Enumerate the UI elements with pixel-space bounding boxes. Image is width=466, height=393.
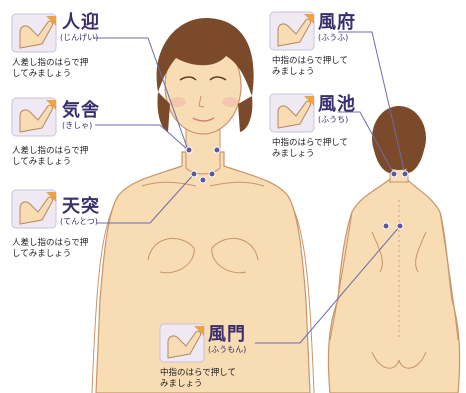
point-name: 人迎 [62,8,100,34]
point-name: 風池 [318,90,356,116]
point-instruction: 人差し指のはらで押 してみましょう [12,58,88,80]
point-instruction: 中指のはらで押して みましょう [160,368,236,390]
back-figure [328,106,459,393]
pressing-finger-icon [270,94,314,132]
dot-jingei-left [186,147,192,153]
pressing-finger-icon [12,98,56,136]
point-name: 風門 [208,320,246,346]
point-reading: (じんげい) [60,32,98,43]
point-name: 風府 [318,8,356,34]
point-instruction: 中指のはらで押して みましょう [272,56,348,78]
point-name: 気舎 [62,96,100,122]
point-reading: (きしゃ) [62,120,92,131]
dot-kisha-right [209,171,215,177]
point-reading: (てんとつ) [60,216,98,227]
dot-fuchi-left [391,171,397,177]
pressing-finger-icon [12,190,56,228]
point-instruction: 人差し指のはらで押 してみましょう [12,238,88,260]
point-instruction: 人差し指のはらで押 してみましょう [12,146,88,168]
point-reading: (ふうち) [318,114,348,125]
point-instruction: 中指のはらで押して みましょう [272,138,348,160]
point-reading: (ふうふ) [318,32,348,43]
pressing-finger-icon [160,324,204,362]
dot-fumon-left [383,223,389,229]
point-name: 天突 [62,192,100,218]
dot-jingei-right [214,147,220,153]
pressing-finger-icon [270,12,314,50]
back-body [328,176,459,393]
dot-kisha-left [191,171,197,177]
pressing-finger-icon [12,14,56,52]
dot-fumon-right [397,223,403,229]
dot-fufu [402,171,408,177]
point-reading: (ふうもん) [208,344,246,355]
dot-tentotsu [200,177,206,183]
